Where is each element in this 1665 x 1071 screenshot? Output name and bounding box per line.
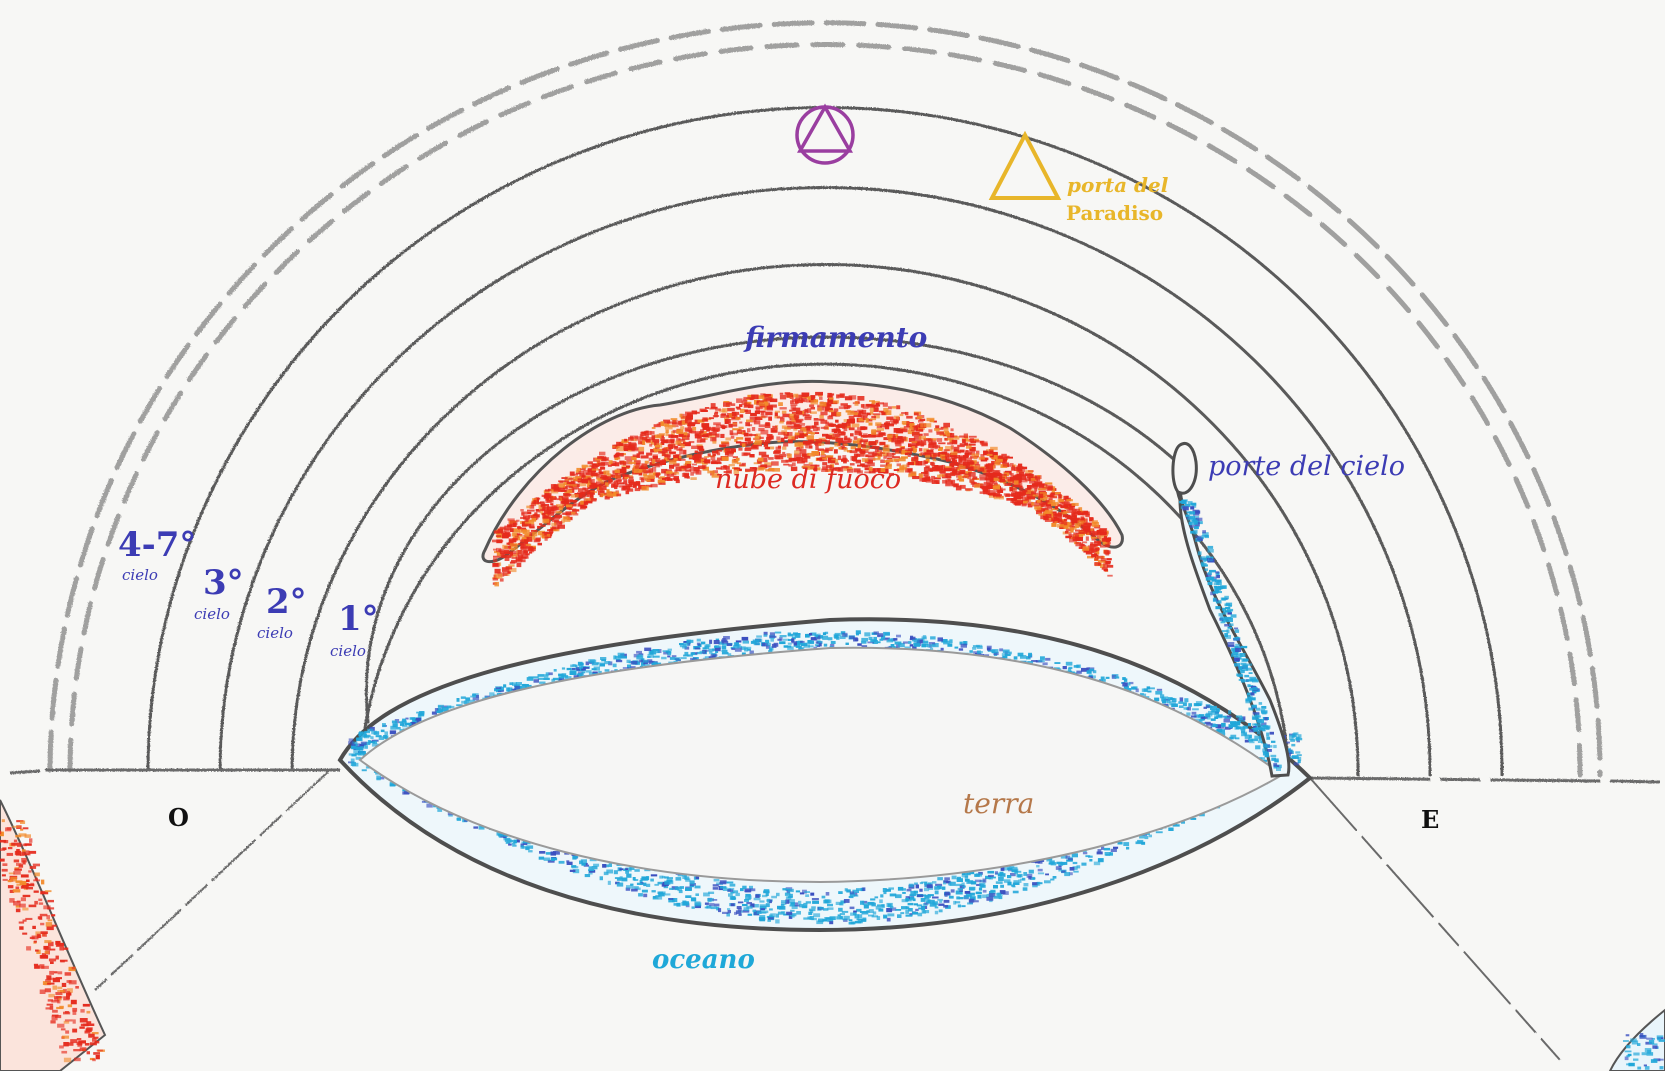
west-label: O [168,803,189,832]
triangle-in-circle-icon [797,107,853,163]
gates-of-heaven-label: porte del cielo [1208,451,1405,482]
ocean-label: oceano [652,945,755,975]
heaven-4-7-number: 4-7° [118,525,196,565]
heaven-3-number: 3° [203,563,244,603]
paradise-gate-label-line1: porta del [1067,173,1169,197]
heaven-4-7-word: cielo [122,566,158,584]
fire-cloud-label: nube di fuoco [715,464,901,495]
horizon-right [1310,778,1660,782]
heaven-1-word: cielo [330,642,366,660]
paradise-gate-label-line2: Paradiso [1066,201,1163,225]
heaven-1-number: 1° [338,599,379,639]
heaven-3-word: cielo [194,605,230,623]
earth-and-ocean [340,619,1310,930]
earth-label: terra [963,787,1034,820]
diagonal-left [95,770,330,990]
heaven-2-word: cielo [257,624,293,642]
edge-water-strip [1610,1010,1665,1071]
gate-knob [1173,444,1196,494]
firmament-label: firmamento [743,321,927,354]
east-label: E [1421,805,1439,834]
edge-fire-strip [0,800,105,1071]
heaven-2-number: 2° [266,582,307,622]
horizon-left [10,770,340,773]
